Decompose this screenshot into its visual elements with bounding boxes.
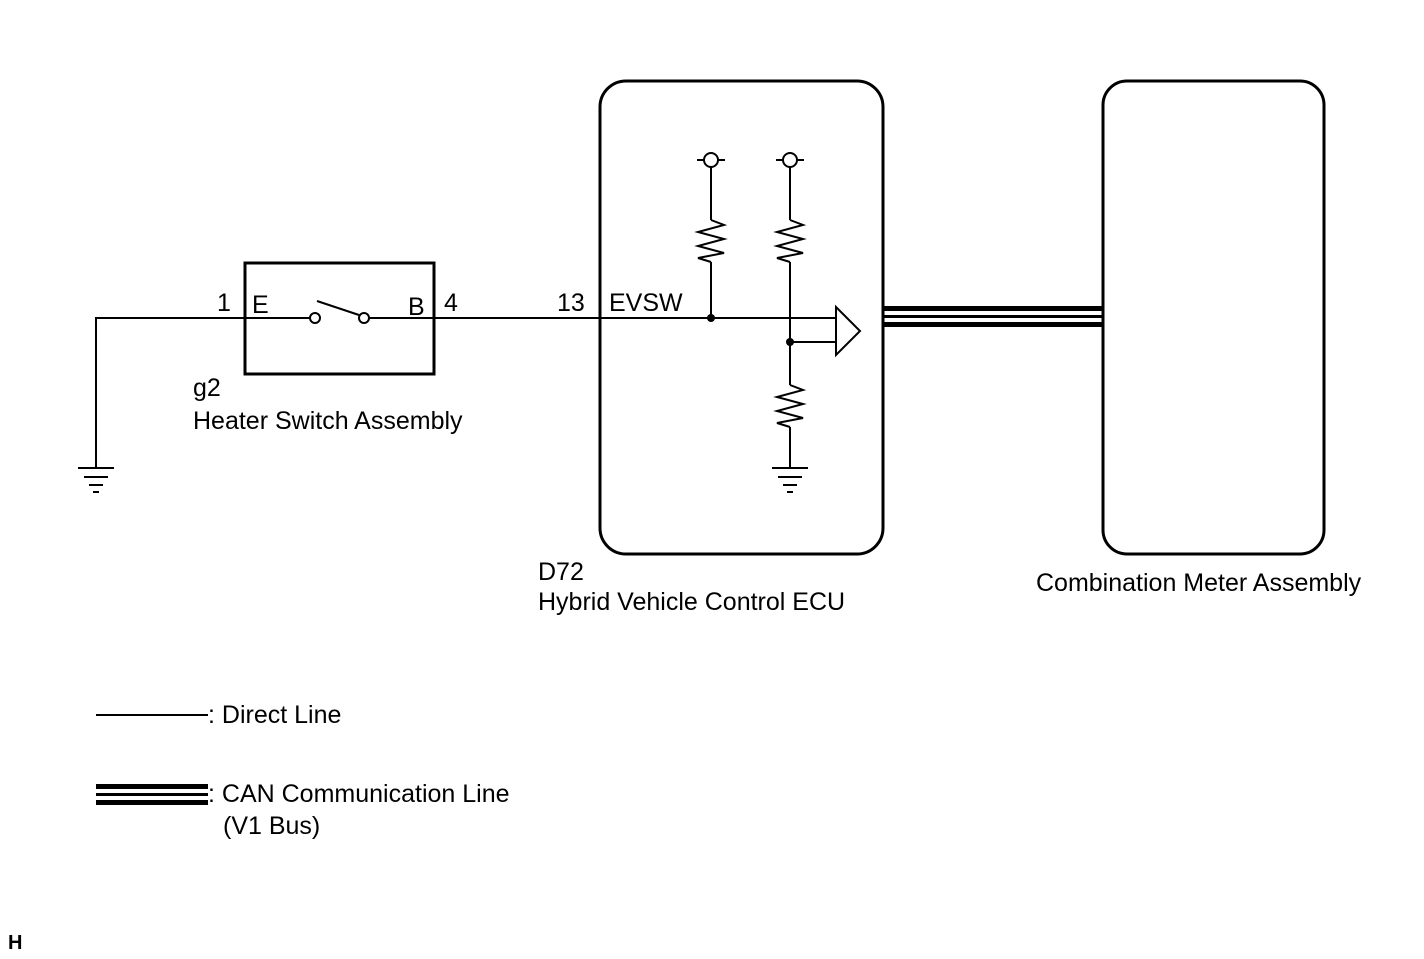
heater-connector-label: g2	[193, 374, 221, 402]
meter-box	[1101, 79, 1326, 556]
junction-dot	[707, 314, 715, 322]
power-terminal-icon	[697, 152, 725, 168]
heater-pin-right-name: B	[408, 293, 425, 321]
heater-pin-left-name: E	[252, 291, 269, 319]
can-bus-line	[884, 306, 1103, 327]
meter-name-label: Combination Meter Assembly	[1036, 569, 1362, 597]
switch-contact-icon	[245, 300, 434, 324]
resistor-icon	[773, 219, 807, 263]
heater-name-label: Heater Switch Assembly	[193, 407, 463, 435]
power-terminal-icon	[776, 152, 804, 168]
resistor-icon	[773, 384, 807, 428]
legend-can-bus-label: (V1 Bus)	[223, 812, 320, 840]
legend-can-line-sample	[96, 784, 208, 805]
ecu-pin-name: EVSW	[609, 289, 683, 317]
corner-mark: H	[8, 932, 22, 954]
ecu-internal-wiring	[600, 167, 836, 468]
ground-symbol-icon	[78, 467, 114, 493]
ground-symbol-icon	[772, 467, 808, 493]
legend-can-line-label: : CAN Communication Line	[208, 780, 510, 808]
heater-pin-left-number: 1	[217, 289, 231, 317]
legend-direct-line-label: : Direct Line	[208, 701, 341, 729]
ecu-name-label: Hybrid Vehicle Control ECU	[538, 588, 845, 616]
resistor-icon	[694, 219, 728, 263]
ecu-connector-label: D72	[538, 558, 584, 586]
junction-dot	[786, 338, 794, 346]
heater-pin-right-number: 4	[444, 289, 458, 317]
left-ground-wire	[95, 317, 244, 468]
ecu-pin-number: 13	[557, 289, 585, 317]
buffer-triangle-icon	[835, 304, 862, 358]
